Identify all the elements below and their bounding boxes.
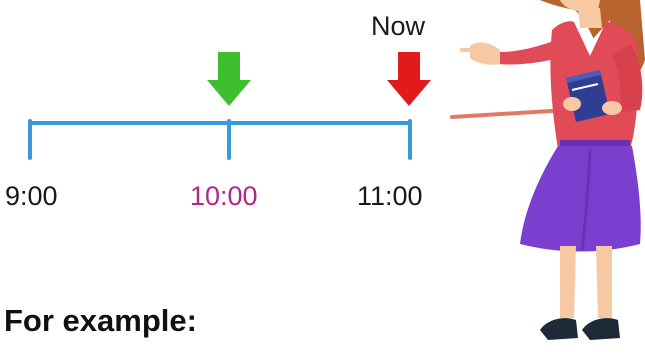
green-down-arrow-icon xyxy=(207,52,251,106)
time-label-1100: 11:00 xyxy=(357,181,423,211)
time-label-1000: 10:00 xyxy=(190,181,258,211)
teacher-illustration xyxy=(460,0,645,340)
for-example-heading: For example: xyxy=(4,303,197,338)
red-down-arrow-icon xyxy=(387,52,431,106)
timeline xyxy=(28,119,412,160)
now-label: Now xyxy=(371,11,426,41)
time-label-900: 9:00 xyxy=(5,181,58,211)
